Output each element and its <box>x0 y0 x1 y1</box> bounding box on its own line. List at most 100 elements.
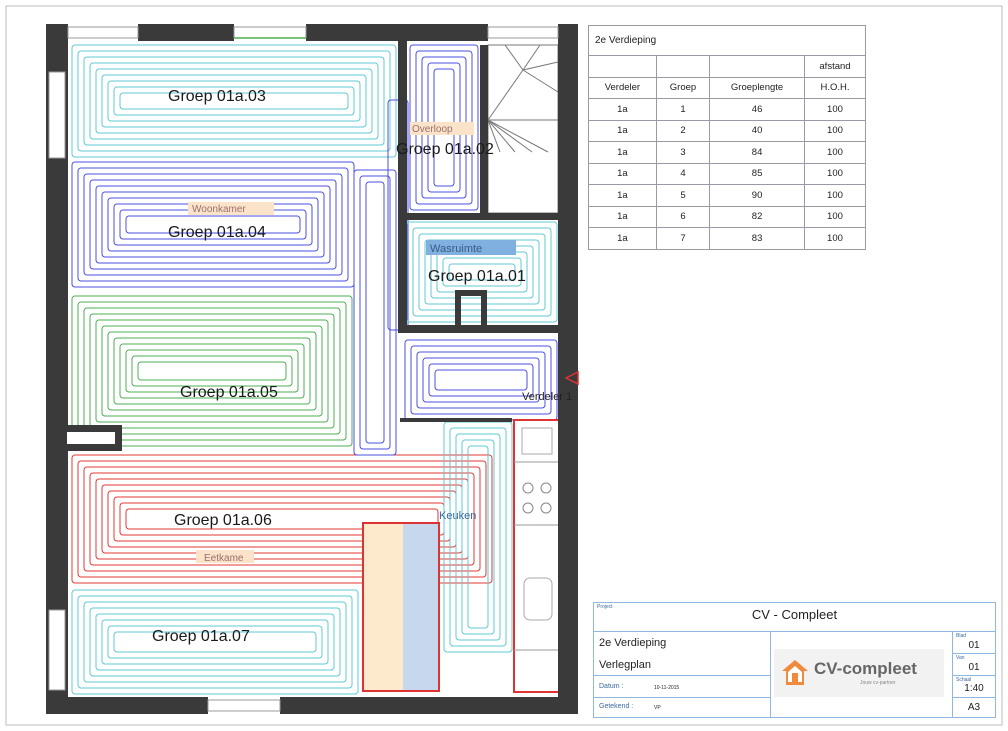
header-afstand: afstand <box>803 55 867 78</box>
kitchen-counter <box>513 419 561 693</box>
group-label: Groep 01a.02 <box>396 141 494 158</box>
house-logo-icon <box>782 660 808 685</box>
table-cell: 4 <box>655 162 711 185</box>
heating-loop-ring <box>365 181 385 444</box>
room-label-wasruimte: Wasruimte <box>430 243 482 255</box>
title-block-divider <box>953 697 995 698</box>
table-cell: 1a <box>588 205 657 228</box>
cabinet-outline <box>362 522 440 692</box>
header-cell: H.O.H. <box>803 76 867 99</box>
table-cell: 100 <box>803 119 867 142</box>
heating-loop-ring <box>71 295 353 447</box>
heating-loop-ring <box>416 351 546 409</box>
logo-tagline: Jouw cv-partner <box>860 680 896 686</box>
heating-loop-ring <box>461 439 495 635</box>
heating-loop-ring <box>71 454 493 584</box>
heating-loop-ring <box>455 433 501 641</box>
heating-loop-ring <box>131 355 293 387</box>
heating-loop-ring <box>77 167 349 282</box>
heating-loop-ring <box>101 191 325 258</box>
heating-loop-ring <box>119 92 349 110</box>
heating-loop-ring <box>95 185 331 264</box>
title-block-divider <box>594 675 770 676</box>
heating-loop-ring <box>119 343 305 399</box>
fridge-symbol <box>521 427 553 455</box>
group-label: Groep 01a.05 <box>180 384 278 401</box>
cabinet-right <box>403 523 439 691</box>
heating-loop-ring <box>83 466 481 572</box>
heating-loop-ring <box>101 619 329 665</box>
heating-loop-ring <box>125 215 301 234</box>
getekend-label: Getekend : <box>599 703 634 710</box>
heating-loop-ring <box>448 263 516 281</box>
shaft <box>67 432 115 444</box>
table-cell: 90 <box>709 184 805 207</box>
table-cell: 100 <box>803 227 867 250</box>
heating-loop-ring <box>83 601 347 683</box>
table-cell: 46 <box>709 98 805 121</box>
table-cell: 1a <box>588 98 657 121</box>
table-cell: 100 <box>803 162 867 185</box>
heating-loop-ring <box>71 44 397 158</box>
title-block-divider <box>953 675 995 676</box>
manifold-symbol <box>564 370 579 386</box>
room-label-woonkamer: Woonkamer <box>192 204 246 215</box>
heating-loop-ring <box>77 595 353 689</box>
heating-loop-ring <box>89 62 379 140</box>
hob-burner <box>540 482 552 494</box>
heating-loop-ring <box>107 197 319 252</box>
heating-loop-ring <box>442 257 522 287</box>
datum-value: 10-11-2015 <box>654 685 680 691</box>
walls <box>46 24 578 714</box>
table-cell: 1a <box>588 141 657 164</box>
title-block: Project CV - Compleet 2e Verdieping Verl… <box>593 602 996 718</box>
heating-loop-ring <box>353 169 397 456</box>
room-label-bg <box>188 202 274 215</box>
table-cell: 100 <box>803 98 867 121</box>
table-cell: 1a <box>588 162 657 185</box>
room-label-bg <box>410 122 474 135</box>
heating-loop-ring <box>95 68 373 134</box>
group-label: Groep 01a.07 <box>152 628 250 645</box>
room-label-bg <box>426 240 516 255</box>
table-cell: 1a <box>588 227 657 250</box>
company-logo: CV-compleet Jouw cv-partner <box>774 649 944 697</box>
heating-loop-ring <box>107 80 361 122</box>
heating-loop-ring <box>125 508 439 530</box>
room-label-keuken: Keuken <box>439 510 476 522</box>
heating-loop-ring <box>95 319 329 423</box>
table-cell: 7 <box>655 227 711 250</box>
hob-burner <box>522 482 534 494</box>
group-label: Groep 01a.01 <box>428 268 526 285</box>
heating-loop-ring <box>77 50 391 152</box>
manifold-label: Verdeler 1 <box>522 391 572 403</box>
scale-value: 1:40 <box>964 683 984 694</box>
heating-loop-ring <box>89 179 337 270</box>
table-cell: 1a <box>588 184 657 207</box>
title-block-divider <box>594 697 770 698</box>
sink-symbol <box>523 577 553 621</box>
heating-loop-ring <box>77 460 487 578</box>
drawing-floor: 2e Verdieping <box>599 637 667 649</box>
heating-loop-ring <box>89 472 475 566</box>
windows <box>48 26 559 712</box>
header-cell: Groeplengte <box>709 76 805 99</box>
heating-loop-ring <box>449 427 507 647</box>
heating-loop-ring <box>428 363 534 397</box>
heating-loop-ring <box>113 631 317 653</box>
table-cell: 5 <box>655 184 711 207</box>
project-title: CV - Compleet <box>751 607 838 622</box>
hob-burner <box>522 502 534 514</box>
table-title: 2e Verdieping <box>588 25 866 56</box>
table-header-row: Verdeler Groep Groeplengte H.O.H. <box>588 76 867 99</box>
scale-label: Schaal <box>956 677 972 683</box>
sheet-frame <box>5 5 1003 726</box>
title-block-divider <box>953 653 995 654</box>
group-label: Groep 01a.06 <box>174 512 272 529</box>
table-cell: 83 <box>709 227 805 250</box>
heating-loop-ring <box>83 56 385 146</box>
hob-burner <box>540 502 552 514</box>
